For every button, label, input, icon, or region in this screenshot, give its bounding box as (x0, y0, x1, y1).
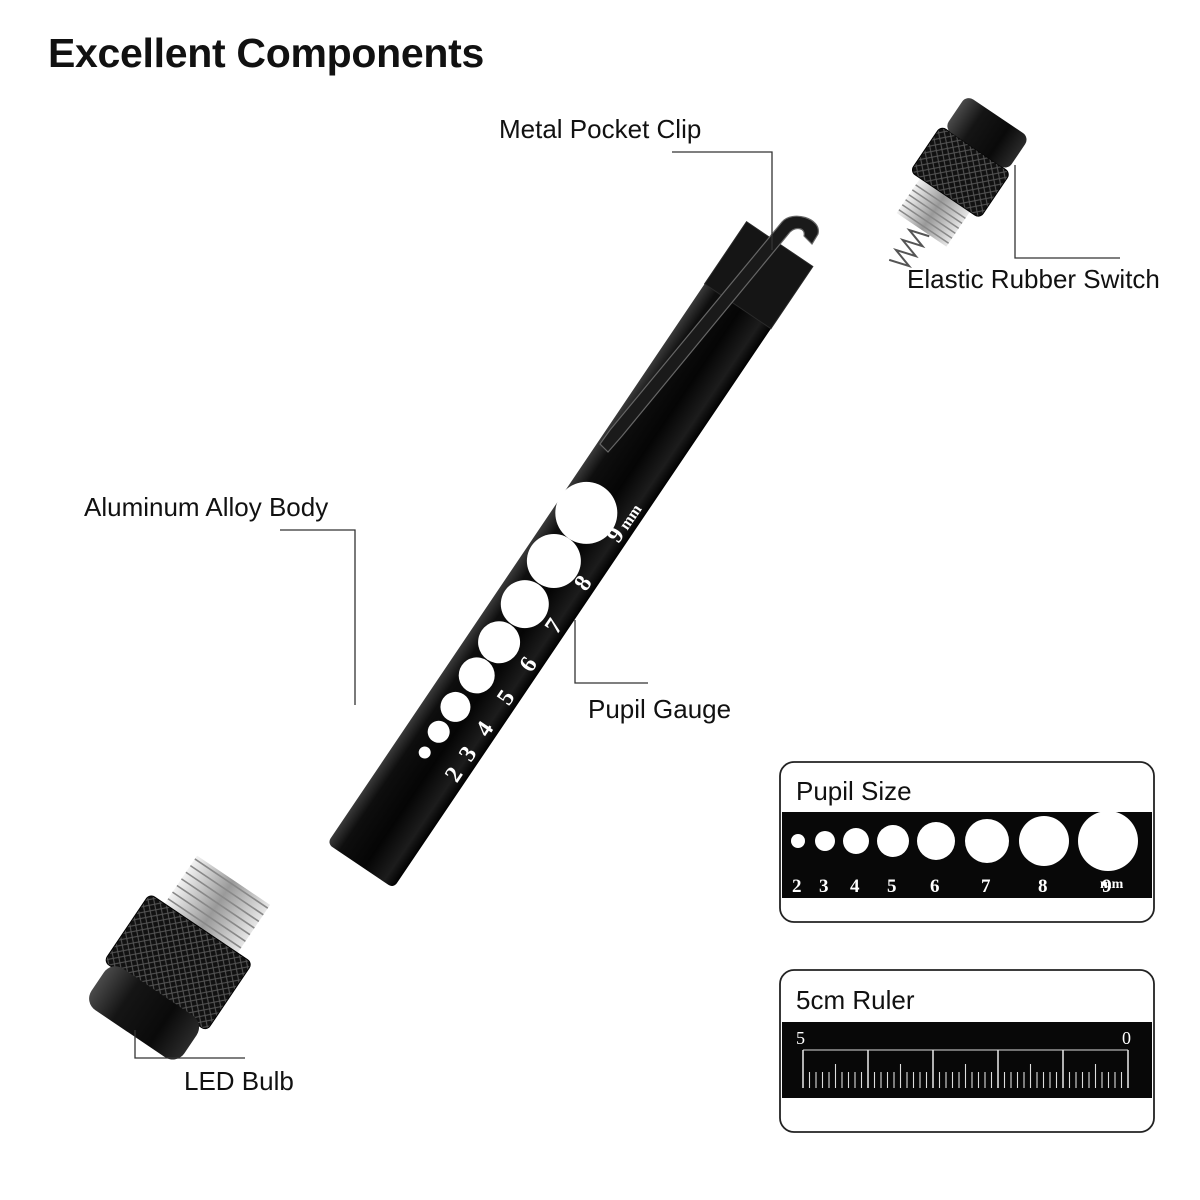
callout-aluminum-alloy-body: Aluminum Alloy Body (84, 492, 329, 522)
pupil-size-label: Pupil Size (796, 776, 912, 806)
ruler-right-mark: 0 (1122, 1028, 1131, 1048)
pupil-size-dot (877, 825, 909, 857)
pupil-size-number: 5 (887, 876, 897, 897)
pupil-size-number: 9 (1102, 876, 1112, 897)
callout-metal-pocket-clip: Metal Pocket Clip (499, 114, 702, 144)
pen-gauge-dots (418, 481, 618, 759)
bulb-leader-line (134, 1030, 245, 1059)
pen-gauge-dot (440, 691, 471, 722)
pupil-size-number: 7 (981, 876, 991, 897)
pen-gauge-dot (500, 580, 549, 629)
ruler-label: 5cm Ruler (796, 985, 915, 1015)
pupil-size-number: 2 (792, 876, 802, 897)
clip-leader-line (672, 151, 773, 250)
pupil-size-dot (1078, 811, 1138, 871)
pupil-size-dot (965, 819, 1009, 863)
pen-gauge-dot (458, 657, 495, 694)
switch-leader-line (1014, 165, 1120, 259)
callout-pupil-gauge: Pupil Gauge (588, 694, 732, 724)
pocket-clip (599, 215, 819, 453)
body-leader-line (280, 529, 356, 705)
pen-gauge-dot (555, 481, 618, 544)
pupil-size-dot (843, 828, 869, 854)
pupil-size-dot (791, 834, 805, 848)
callout-elastic-rubber-switch: Elastic Rubber Switch (907, 264, 1160, 294)
pupil-size-number: 6 (930, 876, 940, 897)
pupil-size-unit: mm (1100, 877, 1124, 892)
pupil-size-number: 8 (1038, 876, 1048, 897)
pen-gauge-dot (427, 720, 450, 743)
pen-gauge-dot (526, 534, 581, 589)
pupil-size-dots (791, 811, 1138, 871)
ruler-ticks (802, 1049, 1129, 1088)
pen-gauge-dot (478, 621, 521, 664)
pen-gauge-dot (418, 746, 431, 759)
ruler-box: 5 0 (779, 969, 1155, 1133)
led-head-assembly (89, 855, 271, 1060)
pupil-size-dot (815, 831, 835, 851)
pupil-size-number: 3 (819, 876, 829, 897)
page-title: Excellent Components (48, 30, 484, 76)
pupil-size-number: 4 (850, 876, 860, 897)
ruler-left-mark: 5 (796, 1028, 805, 1048)
pupil-size-dot (917, 822, 955, 860)
callout-led-bulb: LED Bulb (184, 1066, 294, 1096)
gauge-leader-line (574, 620, 648, 684)
tail-switch-assembly (888, 98, 1027, 269)
pupil-size-dot (1019, 816, 1069, 866)
